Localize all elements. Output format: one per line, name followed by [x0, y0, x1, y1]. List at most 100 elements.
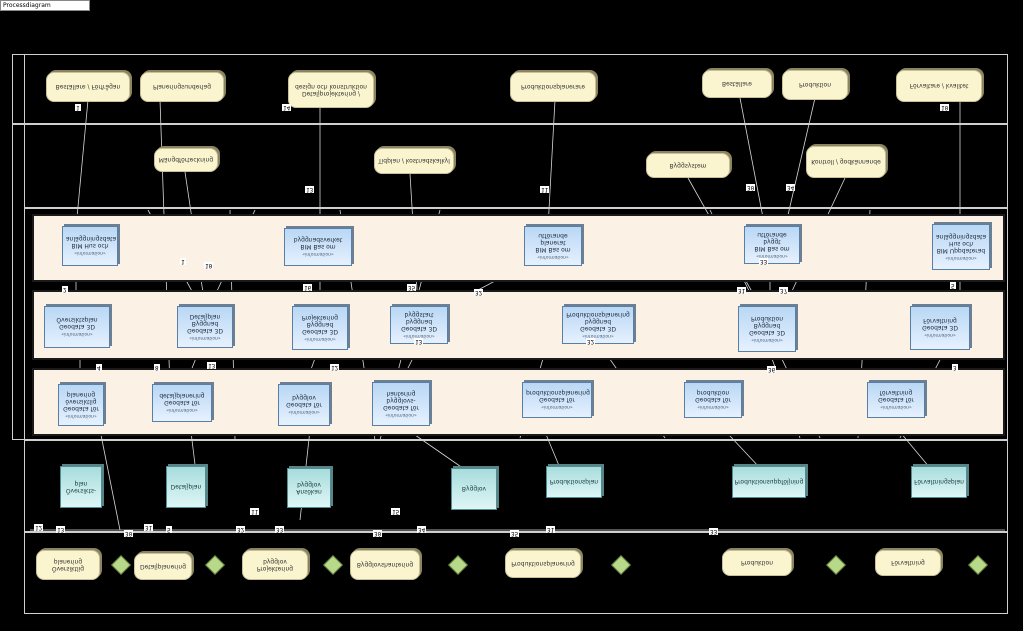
- connector-number: 13: [207, 362, 217, 369]
- note-top: Beställare: [702, 70, 772, 98]
- box-label: Geodata för bygglovs-hantering: [383, 390, 419, 411]
- connector-number: 4: [96, 364, 102, 371]
- note-mid: Kontroll / godkännande: [806, 146, 886, 178]
- geodata-3d-box: «information»Geodata 3D Byggnad Produkti…: [738, 306, 796, 352]
- stereotype-label: «information»: [385, 412, 417, 417]
- bim-box: «information»BIM Bas om byggnadsverket: [284, 228, 352, 266]
- note-top: Planeringsunderlag: [140, 72, 224, 102]
- geodata-3d-box: «information»Geodata 3D Förvaltning: [910, 306, 970, 350]
- bim-box: «information»BIM Hus och anläggningsdata: [62, 226, 118, 266]
- geodata-box: «information»Geodata för förvaltning: [867, 382, 925, 418]
- box-label: Geodata 3D Byggnad Detaljplan: [187, 313, 223, 334]
- geodata-box: «information»Geodata för bygglovs-hanter…: [372, 382, 430, 426]
- box-label: Geodata 3D byggnad byggstart: [401, 311, 437, 332]
- box-label: Geodata för produktionsplanering: [526, 389, 590, 404]
- stereotype-label: «information»: [751, 337, 783, 342]
- connector-number: 35: [407, 284, 417, 291]
- diagram-title-tab: Processdiagram: [0, 0, 90, 11]
- box-label: Geodata för detaljplanering: [159, 392, 205, 407]
- activity-note: Produktion: [722, 550, 792, 576]
- box-label: Geodata för översiktlig planering: [63, 391, 99, 412]
- document-artifact: Detaljplan: [166, 466, 206, 508]
- activity-note: Produktionsplanering: [505, 550, 581, 578]
- note-mid: Mängdförteckning: [154, 148, 218, 172]
- stereotype-label: «information»: [880, 404, 912, 410]
- geodata-box: «information»Geodata för produktionsplan…: [522, 382, 592, 418]
- note-top: Beställare / Förfrågan: [46, 72, 130, 102]
- box-label: BIM Uppdaterad Hus och anläggningsdata: [936, 233, 987, 254]
- box-label: BIM Bas om byggt utförande: [754, 231, 790, 252]
- connector-number: 8: [154, 364, 160, 371]
- connector-number: 3: [952, 364, 958, 371]
- stereotype-label: «information»: [65, 413, 97, 418]
- lane-bim: [32, 214, 1005, 282]
- connector-number: 33: [759, 258, 769, 265]
- box-label: Geodata 3D Förvaltning: [922, 317, 958, 332]
- geodata-box: «information»Geodata för produktion: [684, 382, 742, 418]
- connector-number: 34: [786, 184, 796, 191]
- stereotype-label: «information»: [924, 332, 956, 338]
- geodata-3d-box: «information»Geodata 3D Översiktsplan: [44, 306, 110, 348]
- connector-number: 32: [474, 289, 484, 296]
- connector-number: 1: [75, 104, 81, 111]
- connector-number: 1: [180, 258, 186, 265]
- box-label: Geodata 3D Byggnad Produktion: [749, 315, 785, 336]
- geodata-3d-box: «information»Geodata 3D Byggnad Detaljpl…: [177, 306, 233, 348]
- connector-number: 12: [34, 524, 44, 531]
- document-artifact: Produktionsplan: [546, 466, 602, 498]
- activity-note: Förvaltning: [875, 550, 941, 576]
- geodata-box: «information»Geodata för detaljplanering: [152, 384, 212, 422]
- stereotype-label: «information»: [74, 250, 106, 256]
- connector-number: 36: [767, 366, 777, 373]
- box-label: Geodata för produktion: [695, 389, 731, 404]
- box-label: Geodata 3D byggnad Produktionsplanering: [566, 311, 630, 332]
- geodata-box: «information»Geodata för översiktlig pla…: [58, 384, 104, 426]
- note-top: Detaljprojektering / design och konstruk…: [288, 72, 374, 108]
- activity-note: Översiktlig planering: [36, 550, 100, 580]
- note-top: Förvaltare / kvalitet: [896, 70, 982, 102]
- document-artifact: Produktionsuppföljning: [732, 466, 806, 498]
- stereotype-label: «information»: [288, 409, 320, 415]
- document-artifact: Översikts-plan: [60, 466, 102, 508]
- stereotype-label: «information»: [537, 254, 569, 259]
- box-label: Geodata för förvaltning: [878, 389, 914, 404]
- connector-number: 11: [250, 508, 260, 515]
- connector-number: 11: [540, 186, 550, 193]
- stereotype-label: «information»: [166, 407, 198, 413]
- stereotype-label: «information»: [302, 251, 334, 257]
- box-label: BIM Bas om byggnadsverket: [293, 236, 343, 251]
- connector-number: 31: [546, 526, 556, 533]
- stereotype-label: «information»: [756, 253, 788, 258]
- geodata-box: «information»Geodata för bygglov: [278, 384, 330, 426]
- connector-number: 12: [330, 364, 340, 371]
- bim-box: «information»BIM Bas om byggt utförande: [744, 226, 800, 264]
- box-label: BIM Bas om planerat utförande: [535, 232, 571, 253]
- connector-number: 14: [282, 104, 292, 111]
- connector-number: 33: [275, 526, 285, 533]
- pool-label-upper: [12, 54, 25, 124]
- document-artifact: Förvaltningsplan: [911, 466, 967, 498]
- stereotype-label: «information»: [697, 404, 729, 410]
- stereotype-label: «information»: [945, 255, 977, 260]
- connector-number: 13: [56, 526, 66, 533]
- activity-note: Detaljplanering: [134, 553, 192, 580]
- box-label: Geodata för bygglov: [286, 394, 322, 409]
- box-label: BIM Hus och anläggningsdata: [66, 235, 117, 250]
- connector-number: 5: [166, 526, 172, 533]
- connector-number: 35: [510, 530, 520, 537]
- box-label: Geodata 3D Byggnad Projektering: [301, 314, 339, 335]
- stereotype-label: «information»: [304, 336, 336, 341]
- geodata-3d-box: «information»Geodata 3D byggnad Produkti…: [562, 306, 634, 344]
- connector-number: 10: [940, 104, 950, 111]
- connector-number: 5: [950, 282, 956, 289]
- document-artifact: Ansökan bygglov: [287, 468, 331, 508]
- stereotype-label: «information»: [541, 404, 573, 410]
- note-top: Produktionsplanerare: [510, 72, 596, 102]
- connector-number: 34: [417, 526, 427, 533]
- bim-box: «information»BIM Bas om planerat utföran…: [524, 226, 582, 266]
- note-mid: Byggsystem: [646, 153, 730, 178]
- connector-number: 16: [303, 284, 313, 291]
- pool-label-main: [12, 124, 25, 440]
- connector-number: 31: [737, 287, 747, 294]
